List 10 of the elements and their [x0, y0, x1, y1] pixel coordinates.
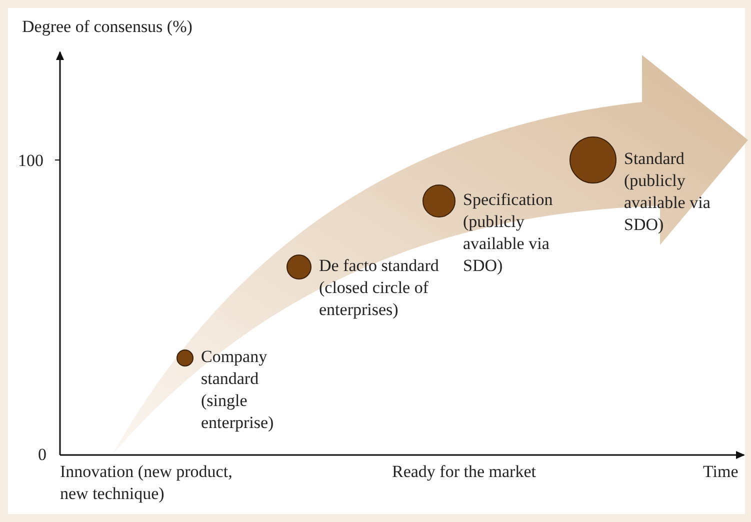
- axis-annotation: Innovation (new product, new technique): [60, 461, 234, 505]
- axis-annotation: Ready for the market: [392, 461, 536, 483]
- axis-title: Degree of consensus (%): [22, 16, 192, 38]
- stage-label: Standard (publicly available via SDO): [624, 148, 712, 236]
- axis-title: Time: [703, 461, 738, 483]
- tick-label: 0: [38, 444, 46, 466]
- tick-label: 100: [18, 150, 44, 172]
- stage-label: Specification (publicly available via SDO): [463, 189, 554, 277]
- stage-label: De facto standard (closed circle of enterprises): [319, 255, 440, 321]
- stage-label: Company standard (single enterprise): [201, 346, 275, 434]
